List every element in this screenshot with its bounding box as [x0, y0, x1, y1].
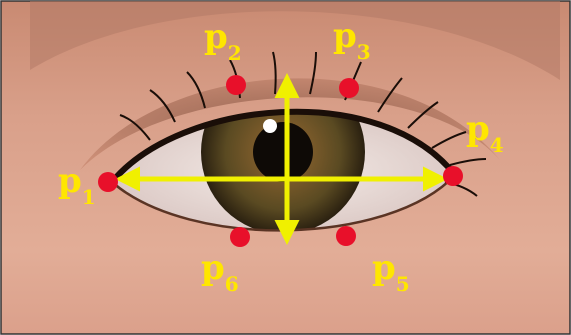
landmark-p2	[226, 75, 246, 95]
pupil	[253, 122, 313, 182]
landmark-p6	[230, 227, 250, 247]
landmark-p1	[98, 172, 118, 192]
eye-highlight	[263, 119, 277, 133]
landmark-p5	[336, 226, 356, 246]
landmark-p3	[339, 78, 359, 98]
landmark-p4	[443, 166, 463, 186]
